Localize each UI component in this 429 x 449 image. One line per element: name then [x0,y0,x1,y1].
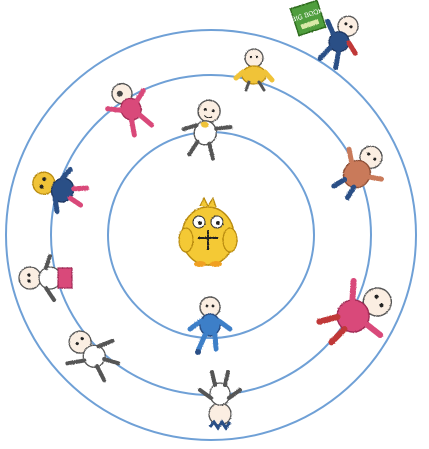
kid-figure-outer-right [316,278,393,346]
kid-figure-middle-right [331,145,384,201]
center-yellow-creature [178,196,238,267]
kid-figure-inner-bottom [187,296,233,355]
kid-figure-middle-left [32,166,90,214]
kid-figure-outer-left [18,254,73,302]
kid-figure-inner-top [181,99,233,161]
kid-figure-outer-top-right [317,15,359,71]
outer-ring [5,29,417,441]
kid-figure-middle-top [233,48,275,92]
kid-figure-middle-bottom [198,370,242,431]
kid-figure-middle-upper-left [105,82,155,138]
kid-figure-middle-lower-left [65,330,121,383]
green-book: BIG BOOK [289,0,327,37]
